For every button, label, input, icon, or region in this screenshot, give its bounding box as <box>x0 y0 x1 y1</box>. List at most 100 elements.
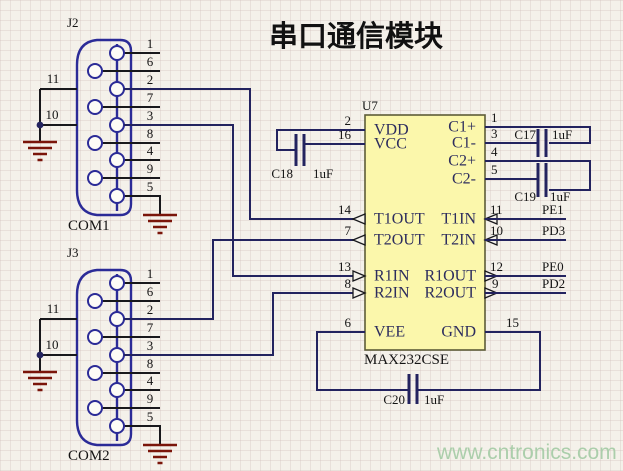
chip-pin-name: T2IN <box>441 232 476 249</box>
db9-body <box>75 38 133 217</box>
chip-part-number: MAX232CSE <box>364 352 449 368</box>
ground-symbol <box>143 443 177 465</box>
capacitor-plates <box>536 129 548 157</box>
cap-wires <box>485 126 591 144</box>
pin-stubs <box>39 282 161 445</box>
cap-wires <box>276 129 365 151</box>
pin-number: 9 <box>147 391 154 406</box>
chip-pin-number: 5 <box>491 162 498 177</box>
capacitor-c18: C18 1uF <box>271 129 365 181</box>
chip-pin-name: VCC <box>374 136 407 153</box>
capacitor-ref: C17 <box>514 127 536 142</box>
chip-pin-number: 3 <box>491 126 498 141</box>
mount-pin-number: 11 <box>47 301 60 316</box>
chip-pin-number: 6 <box>345 315 352 330</box>
signal-wires <box>124 88 365 356</box>
pin-number: 2 <box>147 302 154 317</box>
chip-pin-name: R2OUT <box>424 285 476 302</box>
chip-pin-name: VDD <box>374 122 409 139</box>
chip-pin-number: 8 <box>345 276 352 291</box>
chip-pin-name: C2- <box>452 171 476 188</box>
chip-ref: U7 <box>362 98 378 113</box>
ground-symbol <box>23 140 57 162</box>
chip-pin-name: R1OUT <box>424 268 476 285</box>
pin-direction-arrows <box>351 213 499 299</box>
capacitor-plates <box>294 134 306 166</box>
pin-number: 7 <box>147 320 154 335</box>
chip-pin-name: T2OUT <box>374 232 425 249</box>
pin-number: 4 <box>147 143 154 158</box>
wire-j3-pin2-t2out <box>124 239 365 320</box>
chip-pin-number: 2 <box>345 113 352 128</box>
connector-name: COM2 <box>68 448 110 464</box>
chip-pin-number: 9 <box>492 276 499 291</box>
chip-pin-name: R1IN <box>374 268 410 285</box>
cap-wires <box>485 160 591 191</box>
pin-circles <box>87 275 125 434</box>
connector-j3: J3 1 6 2 7 3 8 4 9 5 11 10 COM2 <box>23 245 177 465</box>
chip-pin-name: GND <box>441 324 476 341</box>
mount-pin-number: 10 <box>46 337 59 352</box>
capacitor-plates <box>407 374 419 404</box>
mount-pin-number: 10 <box>46 107 59 122</box>
chip-pin-number: 7 <box>345 223 352 238</box>
wire-j3-pin3-r2in <box>124 292 365 356</box>
pin-circles <box>87 45 125 204</box>
ground-symbol <box>23 370 57 392</box>
connector-j2: J2 1 6 2 7 3 8 4 9 5 11 10 COM1 <box>23 15 177 235</box>
chip-pin-number: 13 <box>338 259 351 274</box>
capacitor-c20: C20 1uF <box>316 331 541 407</box>
pin-number: 5 <box>147 409 154 424</box>
capacitor-ref: C19 <box>514 189 536 204</box>
mount-pin-number: 11 <box>47 71 60 86</box>
net-label: PE1 <box>542 202 564 217</box>
pin-number: 1 <box>147 36 154 51</box>
connector-name: COM1 <box>68 218 110 234</box>
capacitor-ref: C18 <box>271 166 293 181</box>
chip-pin-number: 12 <box>490 259 503 274</box>
chip-pin-number: 4 <box>491 144 498 159</box>
pin-number: 2 <box>147 72 154 87</box>
chip-pin-name: T1OUT <box>374 211 425 228</box>
net-label: PD3 <box>542 223 565 238</box>
pin-number: 8 <box>147 126 154 141</box>
connector-ref: J2 <box>67 15 79 30</box>
pin-number: 4 <box>147 373 154 388</box>
capacitor-ref: C20 <box>383 392 405 407</box>
capacitor-value: 1uF <box>424 392 444 407</box>
capacitor-value: 1uF <box>313 166 333 181</box>
capacitor-value: 1uF <box>550 189 570 204</box>
junction-dot <box>36 121 44 129</box>
net-wires: PE1 PD3 PE0 PD2 <box>485 202 566 294</box>
chip-pin-name: C2+ <box>448 153 476 170</box>
chip-u7: U7 MAX232CSE VDD VCC T1OUT T2OUT R1IN R2… <box>338 98 519 368</box>
schematic-title: 串口通信模块 <box>269 19 443 53</box>
wire-j2-pin3-r1in <box>124 124 365 277</box>
chip-pin-number: 15 <box>506 315 519 330</box>
ground-symbol <box>143 213 177 235</box>
capacitor-value: 1uF <box>552 127 572 142</box>
net-label: PD2 <box>542 276 565 291</box>
chip-pin-number: 11 <box>490 202 503 217</box>
capacitor-c19: C19 1uF <box>485 160 591 204</box>
wire-j2-pin2-t1out <box>124 88 365 220</box>
chip-pin-name: C1- <box>452 135 476 152</box>
chip-pin-name: C1+ <box>448 119 476 136</box>
capacitor-c17: C17 1uF <box>485 126 591 157</box>
net-label: PE0 <box>542 259 564 274</box>
pin-stubs <box>39 52 161 215</box>
pin-number: 8 <box>147 356 154 371</box>
pin-number: 5 <box>147 179 154 194</box>
pin-number: 7 <box>147 90 154 105</box>
pin-number: 6 <box>147 284 154 299</box>
pin-number: 3 <box>147 338 154 353</box>
chip-pin-number: 14 <box>338 202 352 217</box>
chip-pin-number: 10 <box>490 223 503 238</box>
db9-body <box>75 268 133 447</box>
junction-dot <box>36 351 44 359</box>
pin-number: 6 <box>147 54 154 69</box>
chip-body <box>364 114 486 351</box>
chip-pin-name: VEE <box>374 324 405 341</box>
